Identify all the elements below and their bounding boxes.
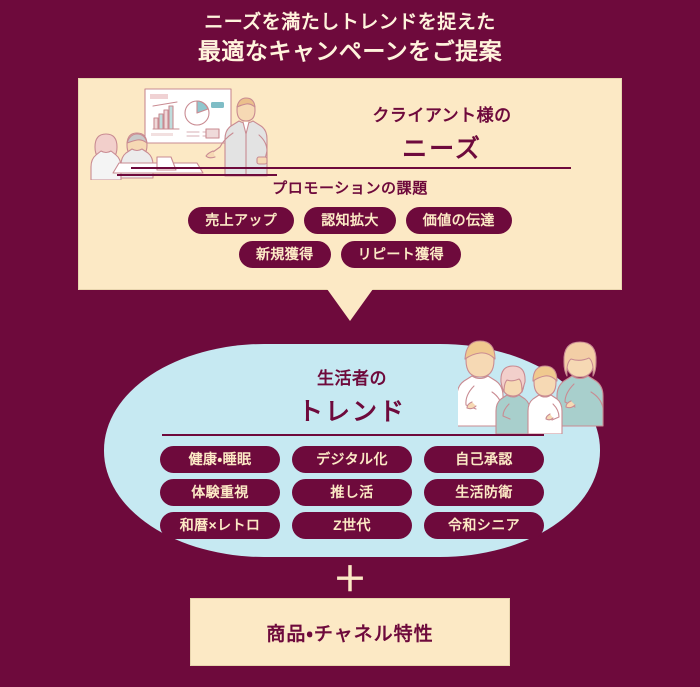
needs-pill[interactable]: 認知拡大 <box>304 207 396 235</box>
client-needs-card: クライアント様の ニーズ プロモーションの課題 売上アップ 認知拡大 価値の伝達… <box>78 78 622 290</box>
needs-pill[interactable]: 売上アップ <box>188 207 295 235</box>
title-line-2: 最適なキャンペーンをご提案 <box>197 38 503 65</box>
needs-divider <box>131 167 571 169</box>
needs-pill-row: 新規獲得 リピート獲得 <box>79 241 621 269</box>
product-channel-label: 商品・チャネル特性 <box>266 623 434 645</box>
trend-pill[interactable]: 和暦×レトロ <box>160 512 280 540</box>
trend-pill-row: 体験重視 推し活 生活防衛 <box>104 479 600 507</box>
needs-heading-small: クライアント様の <box>372 106 512 125</box>
title-line-1: ニーズを満たしトレンドを捉えた <box>204 12 496 33</box>
page-title: ニーズを満たしトレンドを捉えた 最適なキャンペーンをご提案 <box>0 0 700 67</box>
trend-pill-row: 健康・睡眠 デジタル化 自己承認 <box>104 446 600 474</box>
plus-icon: ＋ <box>333 561 367 599</box>
trend-pill[interactable]: デジタル化 <box>292 446 412 474</box>
trend-pill-row: 和暦×レトロ Z世代 令和シニア <box>104 512 600 540</box>
trend-pill[interactable]: 生活防衛 <box>424 479 544 507</box>
trend-pill[interactable]: 令和シニア <box>424 512 544 540</box>
trend-heading-small: 生活者の <box>317 369 387 388</box>
trend-heading: 生活者の トレンド <box>104 364 600 428</box>
trend-pill[interactable]: 推し活 <box>292 479 412 507</box>
trend-pill[interactable]: 健康・睡眠 <box>160 446 280 474</box>
trend-heading-large: トレンド <box>297 398 406 426</box>
trend-divider <box>162 434 544 436</box>
needs-pill-row: 売上アップ 認知拡大 価値の伝達 <box>79 207 621 235</box>
family-four-people-illustration <box>456 334 608 435</box>
consumer-trend-capsule: 生活者の トレンド <box>104 340 604 557</box>
needs-pill-group: 売上アップ 認知拡大 価値の伝達 新規獲得 リピート獲得 <box>79 207 621 275</box>
needs-heading: クライアント様の ニーズ <box>277 101 607 165</box>
needs-pill[interactable]: 価値の伝達 <box>405 207 512 235</box>
product-channel-box: 商品・チャネル特性 <box>190 598 510 666</box>
down-arrow-icon <box>327 289 373 321</box>
needs-pill[interactable]: リピート獲得 <box>340 241 461 269</box>
presentation-meeting-illustration <box>87 85 277 181</box>
needs-pill[interactable]: 新規獲得 <box>238 241 331 269</box>
needs-subheading: プロモーションの課題 <box>272 180 428 197</box>
trend-pill[interactable]: 体験重視 <box>160 479 280 507</box>
trend-pill[interactable]: Z世代 <box>292 512 412 540</box>
trend-pill[interactable]: 自己承認 <box>424 446 544 474</box>
needs-heading-large: ニーズ <box>402 135 482 163</box>
trend-pill-group: 健康・睡眠 デジタル化 自己承認 体験重視 推し活 生活防衛 和暦×レトロ Z世… <box>104 446 600 545</box>
